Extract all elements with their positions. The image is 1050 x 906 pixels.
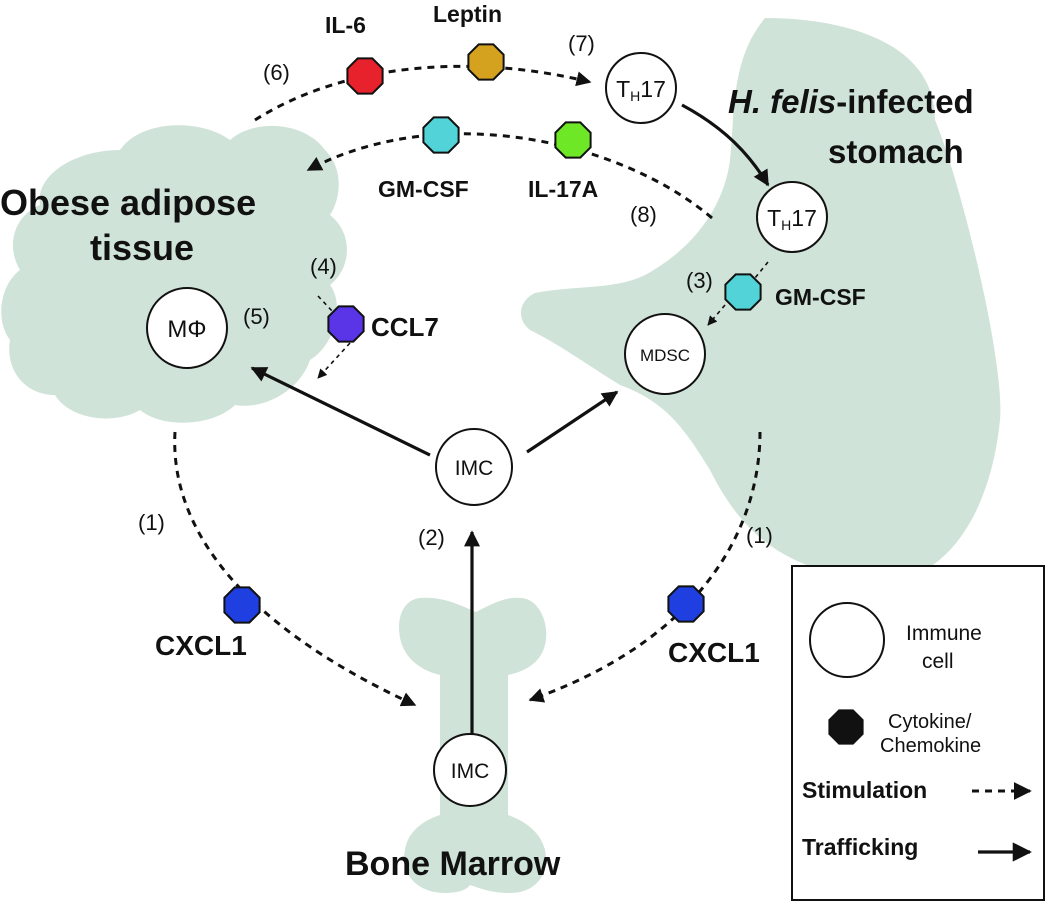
il6-cytokine [346, 57, 384, 95]
adipose-tissue-shape [1, 125, 347, 423]
gmcsf-label-stomach: GM-CSF [775, 284, 866, 310]
stimulation-arc-cxcl1-left [173, 431, 417, 707]
step-number-3: (3) [686, 268, 713, 293]
legend: Immune cell Cytokine/ Chemokine Stimulat… [791, 565, 1045, 901]
step-number-8: (8) [630, 202, 657, 227]
trafficking-th17-to-stomach [681, 103, 770, 187]
bone-marrow-label: Bone Marrow [345, 845, 561, 883]
ccl7-label: CCL7 [371, 312, 439, 342]
step-number-7: (7) [568, 31, 595, 56]
leptin-cytokine [467, 43, 505, 81]
step-number-1-left: (1) [138, 510, 165, 535]
legend-cytokine-line2: Chemokine [880, 735, 981, 757]
svg-text:IMC: IMC [451, 760, 490, 783]
stimulation-arc-il6-leptin [254, 64, 592, 122]
cxcl1-chemokine-right [667, 585, 705, 623]
legend-stimulation-label: Stimulation [802, 777, 927, 803]
macrophage-cell: MΦ [146, 287, 228, 369]
step-number-4: (4) [310, 254, 337, 279]
svg-text:TH17: TH17 [767, 205, 817, 233]
stimulation-arc-gmcsf-il17a [306, 132, 713, 220]
th17-cell-stomach: TH17 [756, 181, 828, 253]
imc-cell-bone: IMC [433, 733, 507, 807]
gmcsf-cytokine-stomach [724, 273, 762, 311]
ccl7-stimulation-top [317, 295, 334, 313]
legend-immune-line2: cell [922, 650, 954, 673]
ccl7-chemokine [327, 305, 365, 343]
gmcsf-cytokine-top [422, 116, 460, 154]
legend-immune-cell-icon [809, 602, 885, 678]
stomach-label-line2: stomach [828, 133, 964, 170]
th17-cell-top: TH17 [605, 52, 677, 124]
cxcl1-label-right: CXCL1 [668, 637, 760, 668]
svg-text:MΦ: MΦ [167, 316, 206, 343]
il17a-cytokine [554, 121, 592, 159]
svg-text:MDSC: MDSC [640, 346, 690, 365]
cxcl1-label-left: CXCL1 [155, 630, 247, 661]
trafficking-imc-to-adipose [250, 366, 431, 457]
leptin-label: Leptin [433, 1, 502, 27]
adipose-label-line1: Obese adipose [0, 182, 256, 223]
step-number-2: (2) [418, 525, 445, 550]
adipose-label-line2: tissue [90, 227, 194, 268]
stimulation-arc-cxcl1-right [528, 431, 762, 703]
gmcsf-stimulation-top [754, 261, 769, 279]
step-number-1-right: (1) [746, 523, 773, 548]
il17a-label: IL-17A [528, 176, 598, 202]
stomach-label-line1: H. felis-infected [728, 83, 974, 120]
legend-cytokine-icon [828, 709, 864, 745]
svg-text:TH17: TH17 [616, 76, 666, 104]
mdsc-cell: MDSC [624, 313, 706, 395]
step-number-5: (5) [243, 304, 270, 329]
gmcsf-label-top: GM-CSF [378, 176, 469, 202]
legend-cytokine-line1: Cytokine/ [888, 711, 972, 733]
legend-trafficking-label: Trafficking [802, 834, 918, 860]
svg-text:IMC: IMC [455, 457, 494, 480]
step-number-6: (6) [263, 60, 290, 85]
imc-cell-center: IMC [435, 428, 513, 506]
il6-label: IL-6 [325, 12, 366, 38]
legend-immune-line1: Immune [906, 622, 982, 645]
cxcl1-chemokine-left [223, 586, 261, 624]
trafficking-imc-to-stomach [526, 390, 619, 454]
